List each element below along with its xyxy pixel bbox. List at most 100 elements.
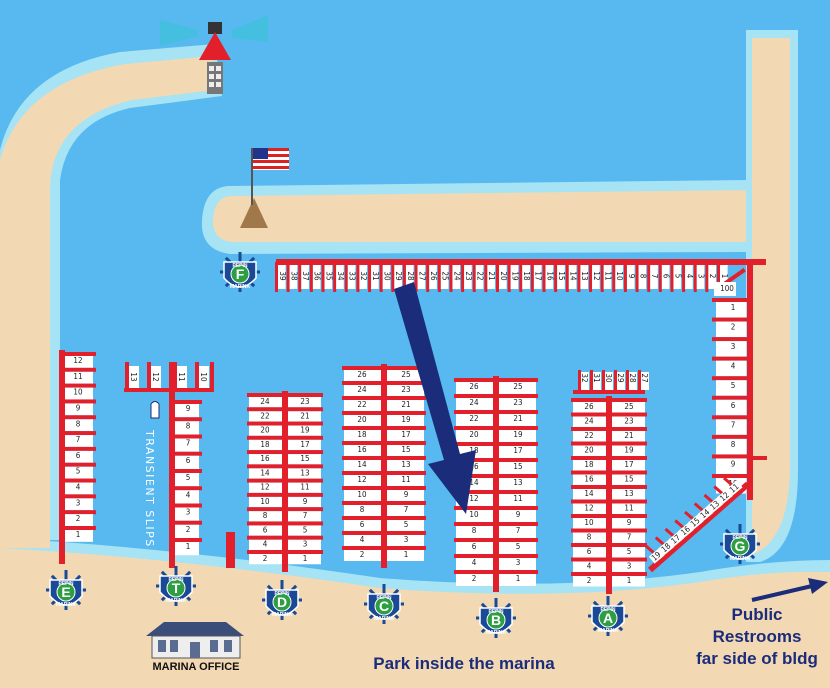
slip-number: 14 [584, 489, 594, 498]
finger [712, 395, 750, 400]
slip-number: 11 [513, 494, 522, 503]
marina-office-icon[interactable] [146, 622, 244, 659]
slip [687, 514, 704, 530]
slip [499, 510, 536, 522]
slip-number: 12 [151, 372, 160, 381]
slip [592, 265, 600, 289]
finger [210, 362, 214, 390]
finger [614, 370, 617, 392]
office-dock-marker [226, 532, 235, 568]
slip-number: 3 [516, 558, 521, 567]
slip [499, 382, 536, 394]
slip [387, 430, 424, 441]
slip [661, 265, 670, 289]
slip-number: 5 [516, 542, 521, 551]
west-breakwater [0, 56, 214, 548]
east-breakwater [752, 38, 790, 555]
finger [60, 383, 96, 388]
finger [344, 262, 348, 292]
slip [65, 356, 93, 368]
slip [65, 530, 93, 542]
slip-number: 8 [587, 533, 592, 542]
slip [510, 265, 519, 289]
slip-number: 24 [357, 385, 367, 394]
slip [175, 404, 199, 418]
slip-number: 13 [580, 271, 589, 280]
slip [288, 496, 321, 508]
badge-brand-bottom: MARINA [272, 612, 292, 618]
slip-number: 4 [587, 562, 592, 571]
slip [387, 505, 424, 516]
slip [456, 382, 493, 394]
finger [426, 262, 430, 292]
slip-number: 10 [199, 372, 208, 382]
slip [716, 321, 746, 338]
finger [712, 317, 750, 322]
slip [573, 489, 606, 500]
slip-number: 4 [360, 535, 365, 544]
slip [440, 265, 449, 289]
badge-disc [166, 578, 186, 598]
slip [405, 265, 414, 289]
slip [580, 265, 589, 289]
slip [685, 265, 693, 289]
slip-number: 6 [731, 401, 736, 410]
slip [658, 539, 675, 556]
slip [129, 366, 139, 388]
slip-number: 10 [357, 490, 367, 499]
finger [712, 454, 750, 459]
slip [387, 460, 424, 471]
slip-number: 5 [76, 467, 81, 476]
finger [172, 503, 202, 508]
finger [578, 370, 581, 392]
slip [716, 438, 746, 455]
slip [301, 265, 309, 289]
slip-number: 5 [303, 525, 308, 534]
finger [612, 262, 616, 292]
slip [568, 265, 577, 289]
finger [590, 370, 593, 392]
slip-number: 29 [394, 271, 403, 281]
slip-number: 5 [731, 381, 736, 390]
slip-number: 19 [401, 415, 411, 424]
slip [249, 425, 282, 436]
slip [344, 550, 381, 561]
slip-number: 19 [513, 430, 523, 439]
slip [573, 474, 606, 485]
slip-number: 6 [587, 547, 592, 556]
slip-number: 21 [300, 411, 309, 420]
slip [573, 518, 606, 529]
finger [530, 262, 534, 292]
finger [626, 370, 629, 392]
slip-number: 12 [469, 494, 478, 503]
finger [172, 538, 202, 542]
slip-number: 19 [300, 426, 310, 435]
slip [612, 474, 645, 485]
slip [65, 482, 93, 495]
west-breakwater-shallow [0, 44, 222, 540]
slip [573, 547, 606, 558]
slip [456, 398, 493, 410]
slip [557, 265, 565, 289]
dock-g-stem [747, 262, 753, 500]
slip-number: 11 [624, 504, 633, 513]
slip-number: 18 [260, 440, 270, 449]
slip [249, 411, 282, 422]
transient-area: TRANSIENT SLIPS [143, 401, 160, 548]
finger [195, 362, 199, 390]
slip [344, 445, 381, 456]
slip [65, 514, 93, 526]
slip-number: 32 [580, 373, 589, 382]
slip-number: 7 [731, 420, 736, 429]
dock-c-stem [381, 364, 387, 568]
